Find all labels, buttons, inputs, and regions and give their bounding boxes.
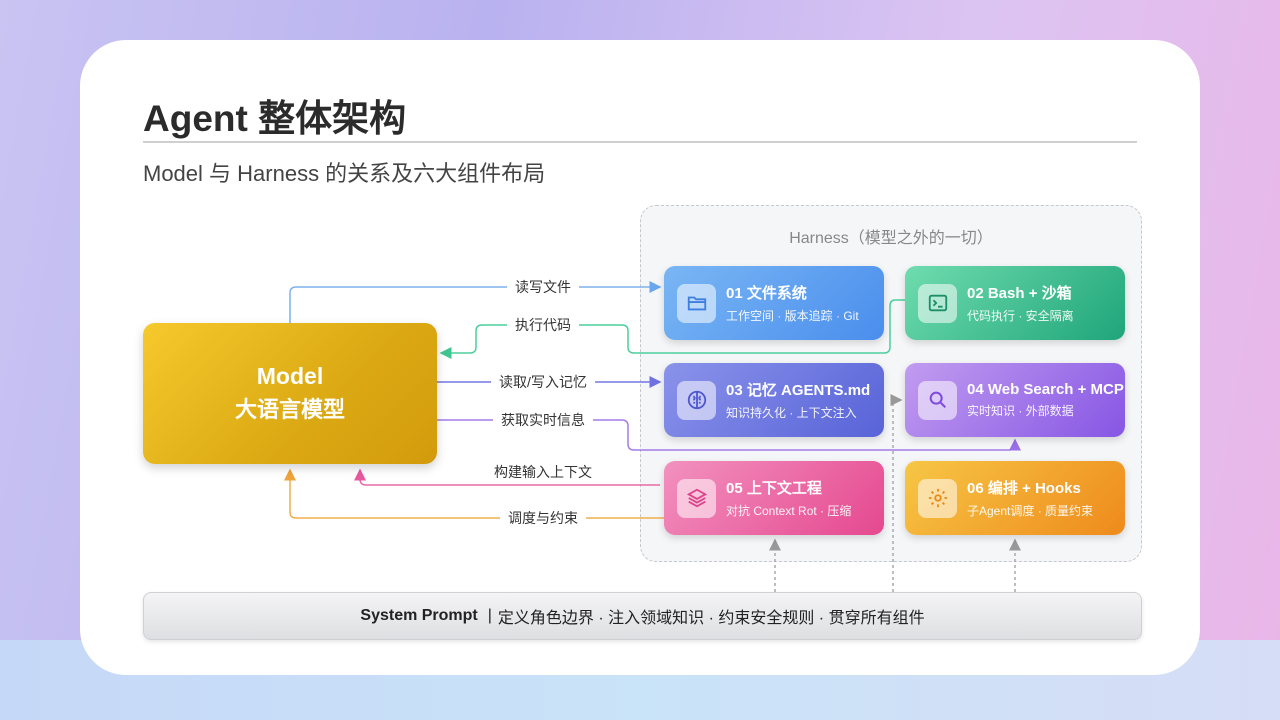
harness-label: Harness（模型之外的一切）: [789, 230, 993, 247]
component-subtitle: 工作空间 · 版本追踪 · Git: [726, 309, 859, 323]
wire-build-context: [354, 468, 660, 486]
brain-icon: [677, 380, 716, 420]
component-file-system: 01 文件系统工作空间 · 版本追踪 · Git: [664, 266, 884, 340]
wire-execute-code: [439, 299, 905, 359]
component-title: 04 Web Search + MCP: [967, 381, 1124, 398]
system-prompt-separator: |: [487, 607, 492, 624]
component-title: 06 编排 + Hooks: [967, 480, 1081, 497]
component-orchestration-hooks: 06 编排 + Hooks 子Agent调度 · 质量约束: [905, 461, 1125, 535]
label-realtime-info: 获取实时信息: [493, 410, 593, 430]
component-title: 01 文件系统: [726, 285, 807, 302]
title-divider: [143, 141, 1137, 143]
model-title: Model: [256, 363, 324, 389]
component-subtitle: 代码执行 · 安全隔离: [967, 309, 1074, 323]
page-subtitle: Model 与 Harness 的关系及六大组件布局: [143, 161, 546, 186]
gear-icon: [918, 478, 957, 518]
component-bash-sandbox: 02 Bash + 沙箱代码执行 · 安全隔离: [905, 266, 1125, 340]
component-context-engineering: 05 上下文工程对抗 Context Rot · 压缩: [664, 461, 884, 535]
model-box: Model 大语言模型: [143, 323, 437, 464]
search-icon: [918, 380, 957, 420]
component-web-search-mcp: 04 Web Search + MCP 实时知识 · 外部数据: [905, 363, 1125, 437]
wire-orchestrate: [284, 468, 664, 519]
component-memory: 03 记忆 AGENTS.md 知识持久化 · 上下文注入: [664, 363, 884, 437]
system-prompt-label: System Prompt: [360, 607, 478, 624]
label-read-write-files: 读写文件: [507, 277, 579, 297]
component-subtitle: 子Agent调度 · 质量约束: [967, 504, 1094, 518]
wire-sys-04: [890, 394, 903, 592]
component-subtitle: 实时知识 · 外部数据: [967, 404, 1074, 418]
terminal-icon: [918, 283, 957, 323]
system-prompt-text: 定义角色边界 · 注入领域知识 · 约束安全规则 · 贯穿所有组件: [497, 610, 925, 627]
label-orchestrate: 调度与约束: [500, 508, 586, 528]
component-title: 05 上下文工程: [726, 480, 822, 497]
page-title: Agent 整体架构: [143, 98, 407, 139]
label-execute-code: 执行代码: [507, 315, 579, 335]
component-title: 02 Bash + 沙箱: [967, 285, 1072, 302]
label-build-context: 构建输入上下文: [494, 464, 592, 480]
wire-read-write-files: [289, 281, 662, 323]
component-subtitle: 知识持久化 · 上下文注入: [726, 406, 857, 420]
wire-realtime-info: [437, 419, 1021, 451]
folder-icon: [677, 283, 716, 323]
component-subtitle: 对抗 Context Rot · 压缩: [726, 504, 852, 518]
layers-icon: [677, 478, 716, 518]
component-title: 03 记忆 AGENTS.md: [726, 382, 871, 399]
label-memory: 读取/写入记忆: [491, 372, 595, 392]
model-subtitle: 大语言模型: [234, 397, 345, 422]
system-prompt-bar: System Prompt | 定义角色边界 · 注入领域知识 · 约束安全规则…: [143, 592, 1142, 640]
